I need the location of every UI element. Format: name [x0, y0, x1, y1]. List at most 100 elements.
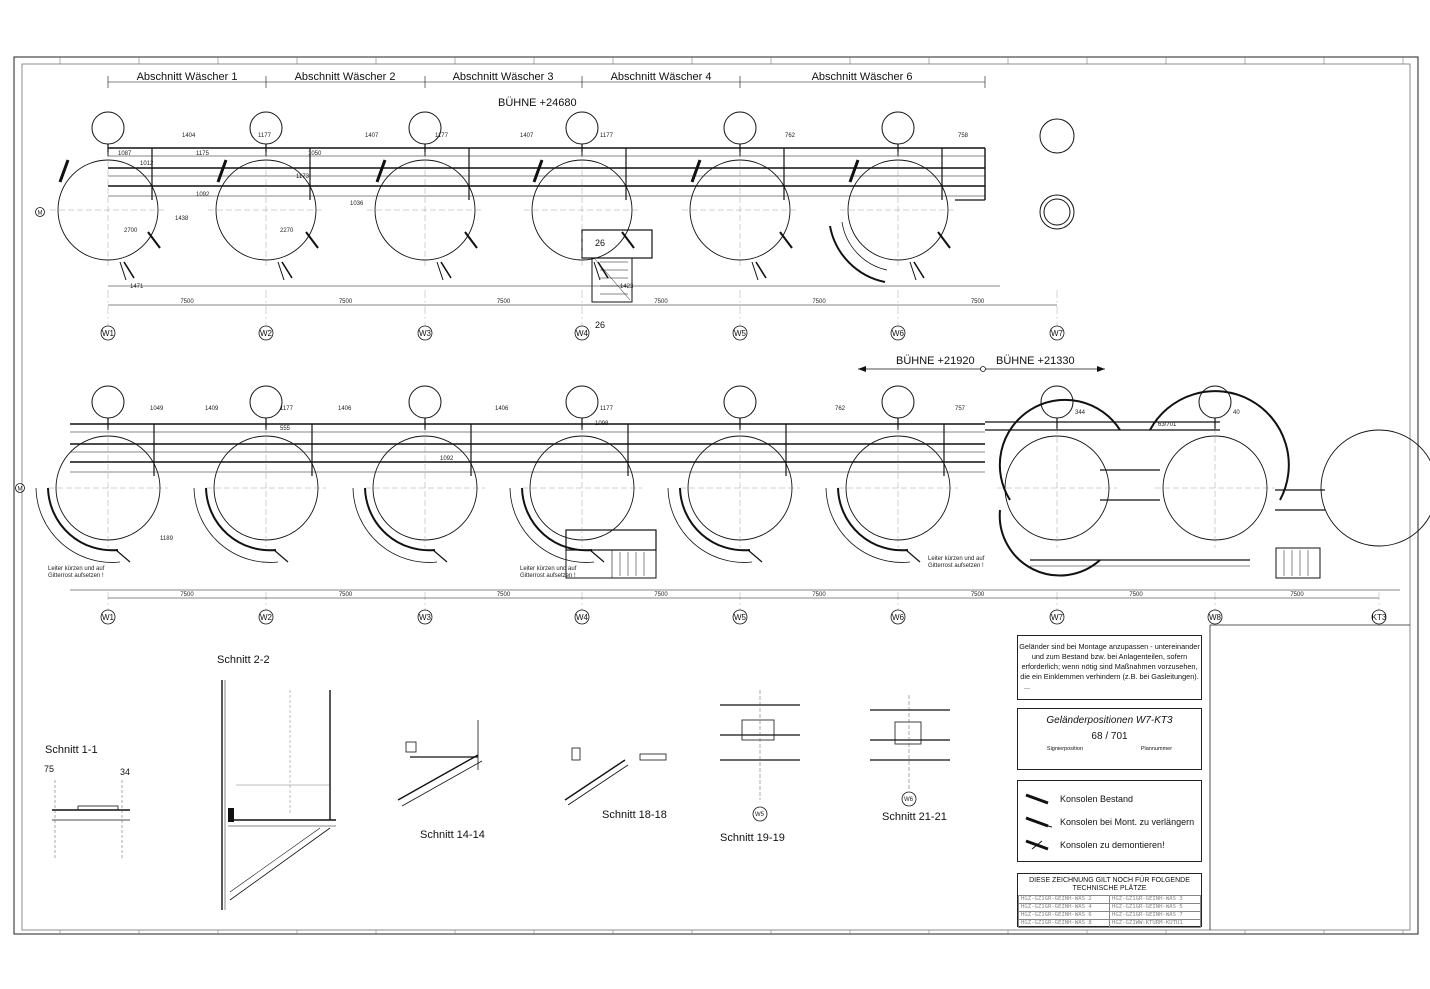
section-18-18: Schnitt 18-18 — [564, 747, 667, 821]
rail-adjustment-note: Geländer sind bei Montage anzupassen - u… — [1017, 635, 1202, 700]
scrubber-circles-mid — [48, 428, 1430, 548]
nozzle-circle — [881, 111, 915, 145]
ladder-marker — [589, 549, 605, 563]
dimension-text: 63/701 — [1158, 422, 1177, 428]
svg-text:26: 26 — [595, 238, 605, 248]
svg-text:Leiter kürzen und auf: Leiter kürzen und auf — [520, 566, 577, 572]
dimension-text: 1177 — [600, 406, 614, 412]
curved-walkway — [825, 487, 911, 563]
support-leg — [909, 261, 917, 281]
axis-bubble — [890, 609, 906, 625]
dimension-text: 344 — [1075, 410, 1086, 416]
dimension-text: 1409 — [205, 406, 219, 412]
curved-walkway — [509, 487, 595, 563]
axis-bubble — [1371, 609, 1387, 625]
axis-bubble — [100, 609, 116, 625]
curved-walkway — [841, 221, 888, 271]
outer-frame — [13, 56, 1419, 935]
curved-walkway — [667, 487, 753, 563]
curved-walkway — [679, 487, 751, 552]
bracket — [532, 159, 544, 183]
dimension-text: 1092 — [196, 192, 210, 198]
nozzle-circle — [565, 385, 599, 419]
axis-spacing-label: 7500 — [339, 592, 353, 598]
axis-label: W1 — [102, 613, 115, 622]
support-leg — [593, 261, 601, 281]
curved-walkway — [1149, 390, 1290, 501]
axis-bubble — [890, 325, 906, 341]
axis-label: W2 — [260, 329, 273, 338]
svg-text:Schnitt 19-19: Schnitt 19-19 — [720, 832, 785, 844]
dimension-text: 1173 — [296, 174, 310, 180]
dimension-text: 1177 — [280, 406, 294, 412]
dimension-text: 1092 — [440, 456, 454, 462]
axis-bubble — [417, 325, 433, 341]
dimension-text: 1177 — [258, 133, 272, 139]
axis-bubble — [732, 325, 748, 341]
axis-label: W7 — [1051, 329, 1064, 338]
bracket-existing-icon — [1025, 793, 1049, 805]
axis-spacing-label: 7500 — [180, 592, 194, 598]
axis-label: W6 — [892, 613, 905, 622]
axis-label: W5 — [734, 613, 747, 622]
dimension-text: 1407 — [520, 133, 534, 139]
axis-label: W2 — [260, 613, 273, 622]
legend-row-extend: Konsolen bei Mont. zu verlängern — [1024, 816, 1194, 828]
axis-label: W7 — [1051, 613, 1064, 622]
positions-label-left: Signierposition — [1046, 746, 1083, 752]
bracket — [305, 231, 319, 249]
ladder-marker — [432, 549, 448, 563]
support-leg — [440, 261, 452, 279]
section-21-21: Schnitt 21-21 W6 — [870, 695, 950, 823]
inner-frame — [21, 63, 1411, 931]
bracket — [58, 159, 70, 183]
dimension-text: 1423 — [620, 284, 634, 290]
svg-text:Gitterrost aufsetzen !: Gitterrost aufsetzen ! — [48, 573, 104, 579]
curved-walkway — [998, 398, 1121, 501]
ladder-marker — [747, 549, 763, 563]
axis-spacing-label: 7500 — [339, 299, 353, 305]
section-14-14: Schnitt 14-14 — [397, 720, 485, 841]
dimension-text: 555 — [280, 426, 291, 432]
axis-bubble — [732, 609, 748, 625]
svg-text:Leiter kürzen und auf: Leiter kürzen und auf — [48, 566, 105, 572]
row-marker-top: M — [35, 207, 45, 217]
axis-spacing-label: 7500 — [1290, 592, 1304, 598]
ladder-marker — [905, 549, 921, 563]
axis-spacing-label: 7500 — [654, 299, 668, 305]
axis-spacing-label: 7500 — [812, 592, 826, 598]
stair-top — [591, 257, 633, 303]
legend-label: Konsolen bei Mont. zu verlängern — [1060, 817, 1195, 827]
platform-label-top: BÜHNE +24680 — [498, 97, 577, 109]
svg-text:W6: W6 — [904, 797, 914, 803]
platform-walkway-top — [58, 147, 1000, 287]
axis-spacing-label: 7500 — [497, 592, 511, 598]
support-leg — [751, 261, 759, 281]
section-2-2: Schnitt 2-2 — [217, 654, 336, 910]
platform-label-mid-right: BÜHNE +21330 — [996, 355, 1075, 367]
axis-label: W6 — [892, 329, 905, 338]
svg-text:M: M — [18, 487, 23, 493]
dimension-text: 1012 — [140, 161, 154, 167]
section-label: Abschnitt Wäscher 3 — [453, 71, 554, 83]
axis-label: W4 — [576, 329, 589, 338]
dimension-text: 1087 — [118, 151, 132, 157]
svg-text:34: 34 — [120, 767, 130, 777]
platform-label-mid-left: BÜHNE +21920 — [896, 355, 975, 367]
axis-bubble — [1049, 609, 1065, 625]
axis-bubble — [574, 325, 590, 341]
technical-places-table: DIESE ZEICHNUNG GILT NOCH FÜR FOLGENDE T… — [1017, 873, 1202, 928]
axis-label: KT3 — [1372, 613, 1387, 622]
dimension-text: 1471 — [130, 284, 144, 290]
row-marker-mid: M — [15, 483, 25, 493]
support-leg — [755, 261, 767, 279]
axis-label: W3 — [419, 329, 432, 338]
dimension-text: 1407 — [365, 133, 379, 139]
